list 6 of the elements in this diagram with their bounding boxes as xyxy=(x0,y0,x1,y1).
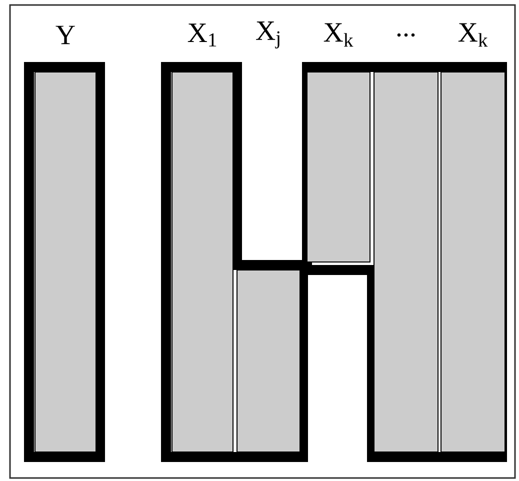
column-label: Y xyxy=(56,26,75,44)
column-label: X$_{k}$ xyxy=(458,23,488,47)
column-label: X$_{1}$ xyxy=(188,24,216,46)
column-label: X$_{k}$ xyxy=(324,23,354,47)
column-label: ... xyxy=(397,33,415,37)
column-label: X$_{j}$ xyxy=(256,22,280,48)
